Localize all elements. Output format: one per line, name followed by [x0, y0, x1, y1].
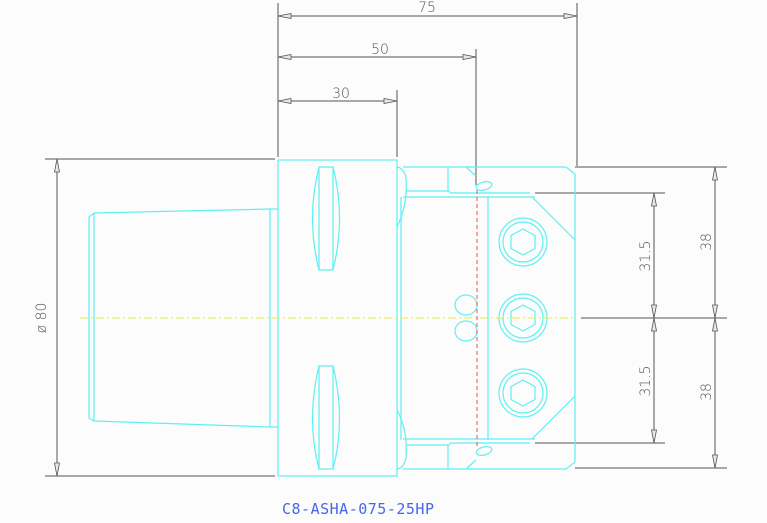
dim-31-5-lower: 31.5 — [638, 365, 654, 396]
screw-bottom — [498, 368, 548, 418]
screw-top — [498, 217, 548, 267]
polygon-shank — [88, 208, 278, 428]
dim-38-lower: 38 — [699, 383, 715, 401]
dim-30: 30 — [332, 86, 350, 102]
dim-38-upper: 38 — [699, 233, 715, 251]
dim-diameter-80: ø 80 — [34, 303, 50, 334]
pin-lower — [454, 320, 478, 342]
dim-31-5-upper: 31.5 — [638, 240, 654, 271]
part-number-label: C8-ASHA-075-25HP — [282, 500, 435, 518]
dimension-lengths: 75 50 30 — [277, 0, 578, 185]
dim-75: 75 — [418, 0, 436, 16]
dim-50: 50 — [371, 42, 389, 58]
dimension-diameter: ø 80 — [34, 158, 275, 477]
pin-upper — [454, 294, 478, 316]
dimension-heights: 31.5 31.5 38 38 — [535, 166, 727, 469]
